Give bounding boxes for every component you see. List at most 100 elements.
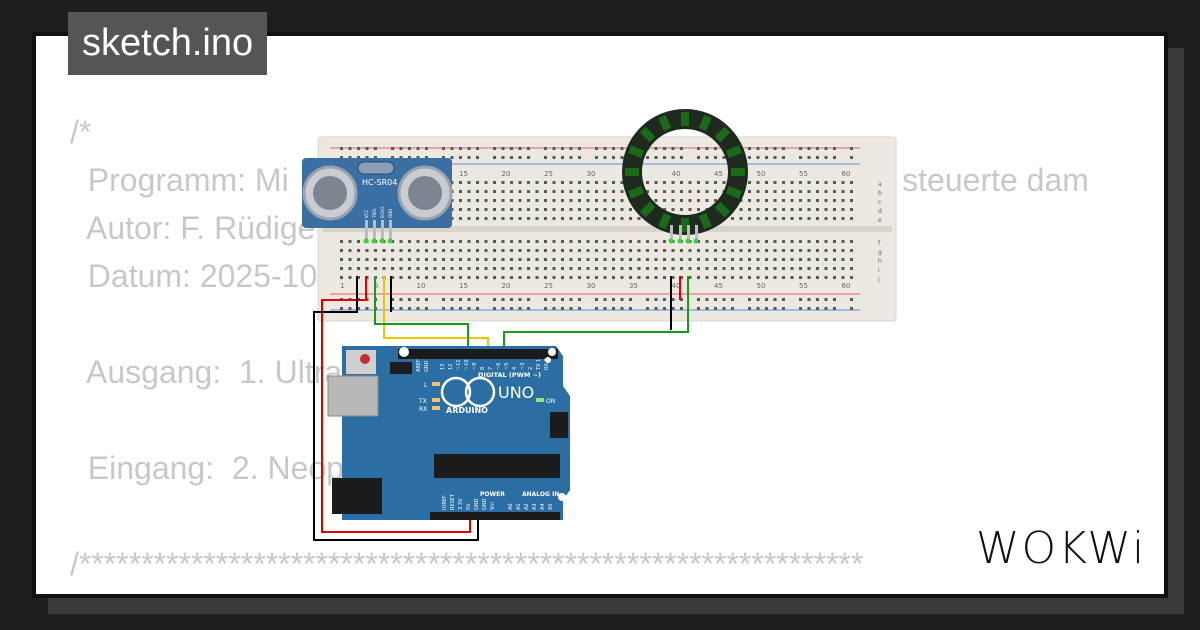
- sensor-pin-label: TRIG: [372, 208, 377, 219]
- breadboard-number: 60: [842, 170, 851, 178]
- code-view[interactable]: /* Programm: Mi d steuerte dam Autor: F.…: [70, 108, 1089, 594]
- breadboard-number: 55: [799, 282, 808, 290]
- sensor-pin: [365, 220, 368, 240]
- breadboard-number: 45: [714, 282, 723, 290]
- sensor-pin: [389, 220, 392, 240]
- digital-pin-label: 4: [512, 367, 518, 370]
- sensor-pin: [373, 220, 376, 240]
- led-rx-label: RX: [419, 406, 427, 413]
- pin-connector: [363, 238, 369, 244]
- breadboard-number: 20: [502, 170, 511, 178]
- ring-led: [628, 185, 645, 199]
- breadboard-number: 30: [587, 282, 596, 290]
- neopixel-ring[interactable]: [622, 109, 748, 244]
- arduino-uno[interactable]: UNO ARDUINO DIGITAL (PWM ~) POWER ANALOG…: [327, 346, 570, 520]
- arduino-model: UNO: [498, 383, 534, 402]
- breadboard-number: 40: [672, 170, 681, 178]
- breadboard-row-label: e: [878, 217, 882, 224]
- digital-pin-label: ~6: [496, 363, 502, 370]
- ring-led: [714, 201, 731, 218]
- sensor-label: HC-SR04: [362, 178, 397, 187]
- analog-pin-label: A4: [540, 503, 546, 510]
- ring-led: [725, 185, 742, 199]
- breadboard-row-label: h: [878, 258, 882, 265]
- breadboard-row-label: a: [878, 181, 882, 188]
- ring-led: [658, 212, 672, 229]
- file-tab-label: sketch.ino: [82, 22, 254, 64]
- wire-yellow: [383, 276, 489, 353]
- breadboard-number: 35: [629, 282, 638, 290]
- breadboard-row-label: i: [878, 267, 880, 274]
- power-pin-label: 5V: [466, 503, 472, 510]
- breadboard-row-label: f: [878, 240, 881, 247]
- ring-led: [698, 212, 712, 229]
- pin-connector: [677, 238, 683, 244]
- power-pin-label: IOREF: [442, 495, 448, 510]
- ring-led: [681, 218, 689, 232]
- digital-label: DIGITAL (PWM ~): [478, 371, 541, 379]
- ring-led: [639, 201, 656, 218]
- sensor-pin: [381, 220, 384, 240]
- ring-led: [725, 145, 742, 159]
- code-line: Programm: Mi d steuerte dam: [87, 162, 1089, 198]
- digital-pin-label: ~11: [456, 359, 462, 370]
- breadboard-number: 5: [374, 282, 378, 290]
- analog-pin-label: A5: [548, 503, 554, 510]
- breadboard-row-label: j: [877, 276, 880, 283]
- ring-led: [658, 115, 672, 132]
- gnd-label: GND: [424, 360, 430, 372]
- wokwi-logo: WOKWi: [976, 523, 1147, 574]
- ring-pin: [679, 225, 682, 239]
- code-line: Ausgang: 1. Ultra: [70, 354, 343, 390]
- led-tx-label: TX: [418, 398, 427, 405]
- power-pin-label: GND: [482, 498, 488, 510]
- digital-pin-label: 2: [528, 367, 534, 370]
- breadboard-number: 30: [587, 170, 596, 178]
- breadboard-number: 10: [417, 282, 426, 290]
- code-line: /*: [70, 114, 92, 150]
- digital-pin-label: 12: [448, 364, 454, 370]
- breadboard-number: 55: [799, 170, 808, 178]
- pin-connector: [668, 238, 674, 244]
- ring-pin: [687, 225, 690, 239]
- breadboard-number: 45: [714, 170, 723, 178]
- ring-led: [681, 112, 689, 126]
- file-tab[interactable]: sketch.ino: [68, 12, 268, 75]
- led-l-label: L: [424, 382, 428, 389]
- ring-led: [714, 126, 731, 143]
- power-label: POWER: [480, 491, 505, 498]
- breadboard-row-label: c: [878, 199, 881, 206]
- pin-connector: [693, 238, 699, 244]
- analog-label: ANALOG IN: [522, 491, 559, 498]
- wire-green-ring: [503, 276, 689, 353]
- breadboard-number: 20: [502, 282, 511, 290]
- digital-pin-label: ~5: [504, 363, 510, 370]
- breadboard-number: 50: [757, 282, 766, 290]
- sensor-pin-label: VCC: [364, 209, 369, 218]
- pin-connector: [685, 238, 691, 244]
- ring-led: [628, 145, 645, 159]
- code-line: Datum: 2025-10: [70, 258, 318, 294]
- power-pin-label: Vin: [490, 502, 496, 510]
- led-on-label: ON: [546, 398, 555, 405]
- ring-led: [698, 115, 712, 132]
- power-pin-label: 3.3V: [458, 498, 464, 510]
- breadboard-number: 1: [340, 282, 344, 290]
- breadboard-row-label: d: [878, 208, 882, 215]
- aref-label: AREF: [416, 359, 422, 372]
- digital-pin-label: ~3: [520, 363, 526, 370]
- analog-pin-label: A0: [508, 503, 514, 510]
- ring-led: [731, 168, 745, 176]
- code-line: Eingang: 2. Neop: [70, 450, 344, 486]
- breadboard-number: 60: [842, 282, 851, 290]
- digital-pin-label: 13: [440, 364, 446, 370]
- digital-pin-label: 7: [488, 367, 494, 370]
- ring-pin: [695, 225, 698, 239]
- breadboard-row-label: b: [878, 190, 882, 197]
- ring-pin: [670, 225, 673, 239]
- power-pin-label: RESET: [450, 493, 456, 510]
- wire-black: [313, 276, 479, 541]
- digital-pin-label: ~9: [472, 363, 478, 370]
- sensor-pin-label: GND: [388, 209, 393, 218]
